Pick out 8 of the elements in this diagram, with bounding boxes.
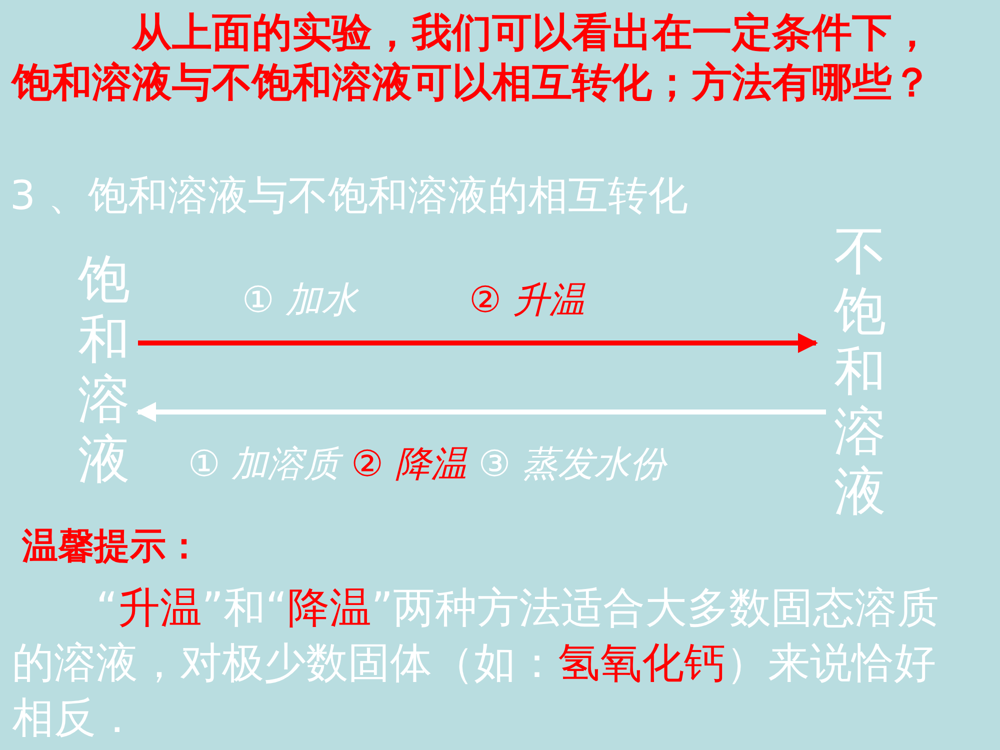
arrow <box>138 333 818 353</box>
heading: 从上面的实验，我们可以看出在一定条件下，饱和溶液与不饱和溶液可以相互转化；方法有哪些？ <box>12 9 933 108</box>
tip-paragraph: “升温”和“降温”两种方法适合大多数固态溶质的溶液，对极少数固体（如：氢氧化钙）来说恰好相反． <box>12 582 940 744</box>
vertical-text: 不饱和溶液 <box>832 222 888 522</box>
tip-heading: 温馨提示： <box>22 525 202 569</box>
vertical-text: 饱和溶液 <box>76 250 132 490</box>
subheading: 3 、饱和溶液与不饱和溶液的相互转化 <box>10 172 688 221</box>
arrow <box>136 402 826 422</box>
